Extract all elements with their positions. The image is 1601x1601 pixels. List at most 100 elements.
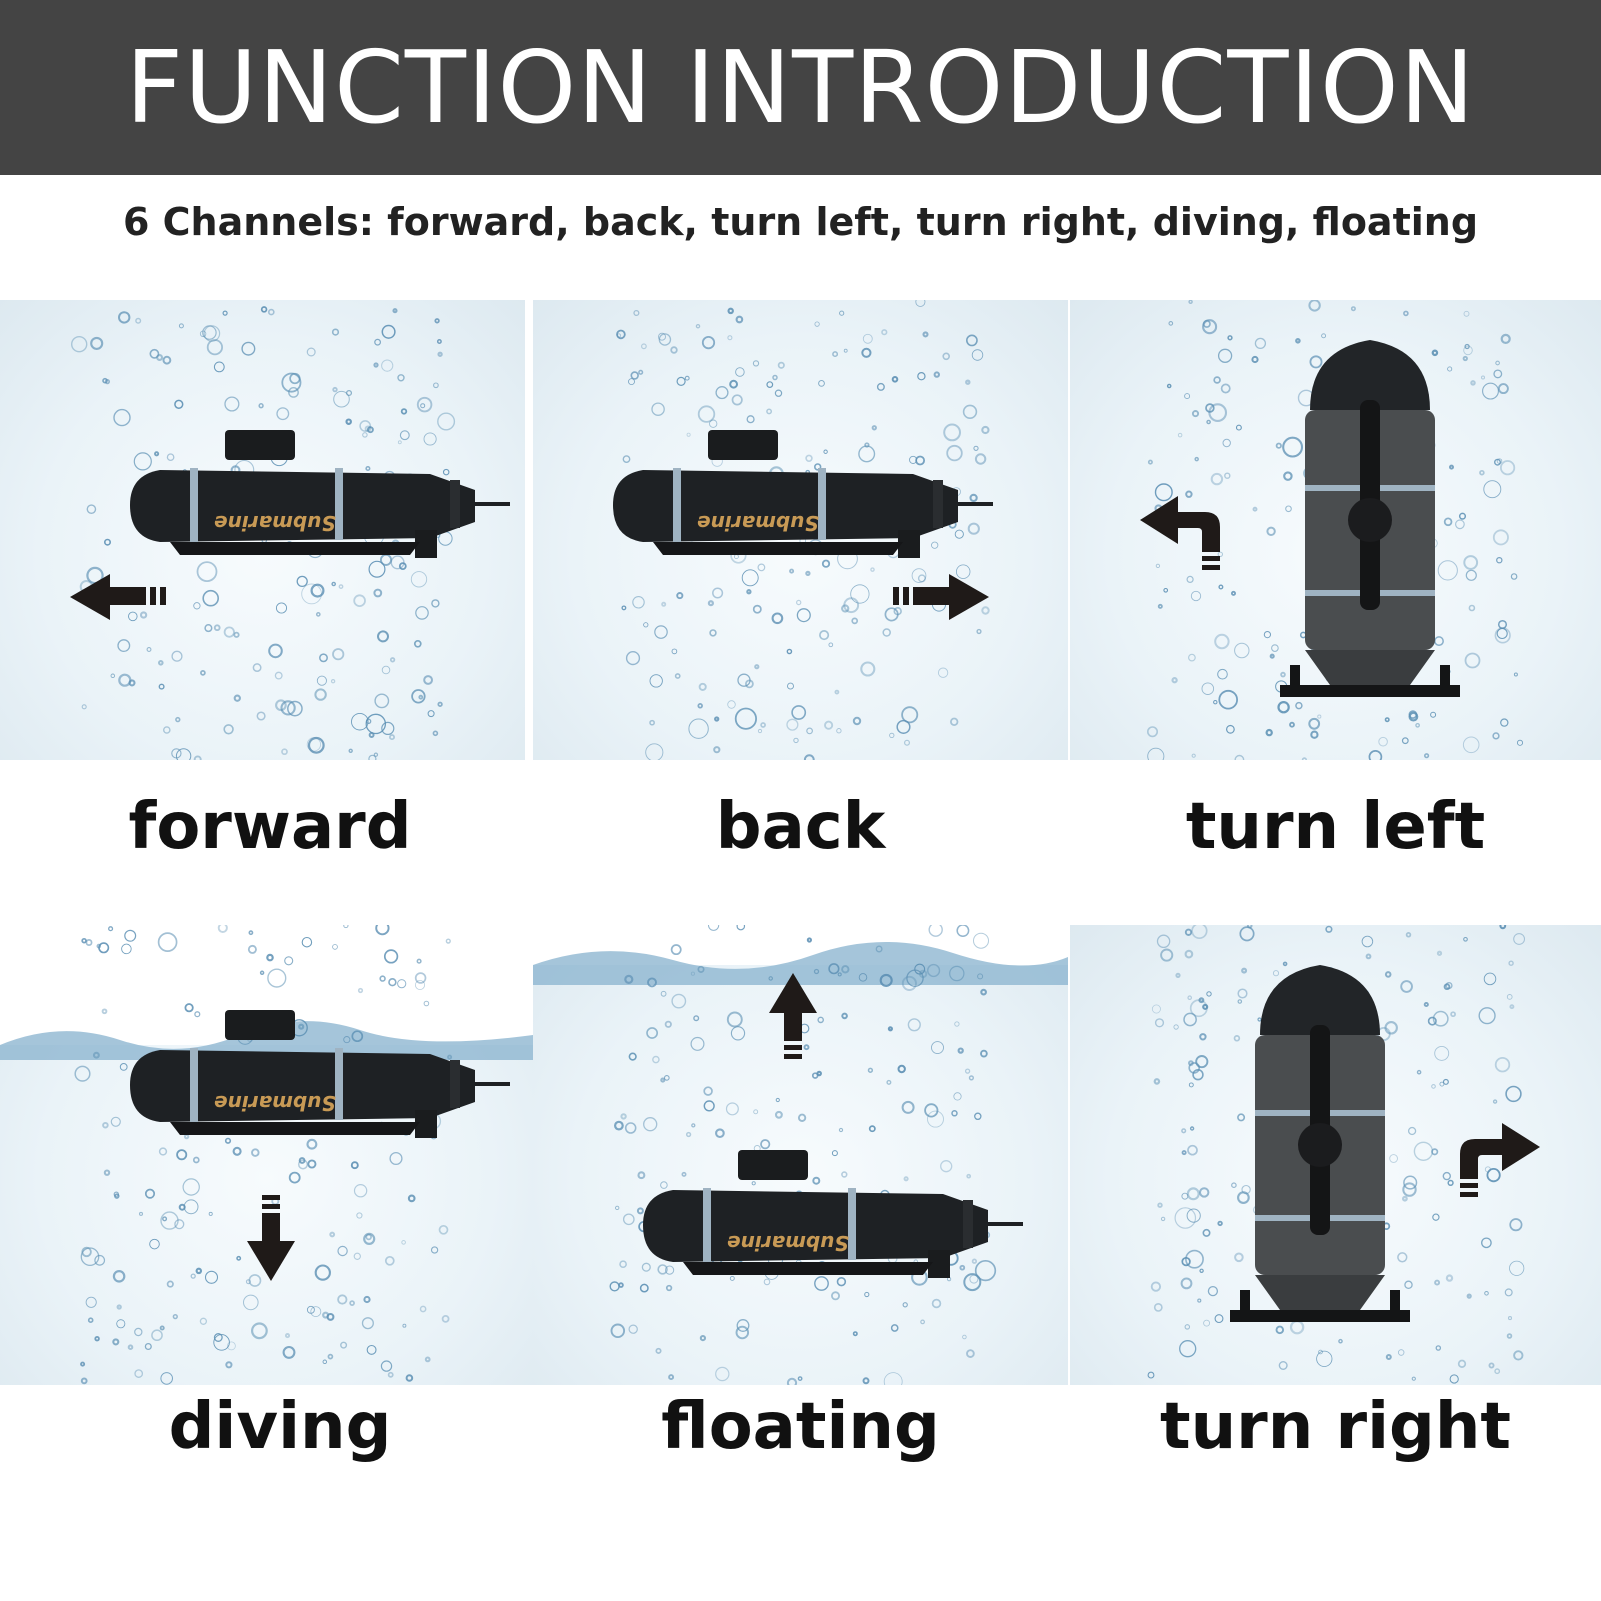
bubble — [806, 937, 812, 943]
bubble — [1506, 994, 1513, 1000]
bubble — [969, 493, 978, 503]
bubble — [118, 311, 131, 324]
bubble — [149, 1238, 160, 1250]
bubble — [734, 707, 757, 730]
bubble — [714, 716, 720, 722]
bubble — [624, 1122, 637, 1134]
bubble — [1463, 936, 1468, 942]
bubble — [875, 945, 883, 953]
bubble — [437, 412, 456, 431]
bubble — [791, 705, 807, 720]
bubble — [968, 1075, 974, 1081]
bubble — [418, 694, 424, 700]
bubble — [649, 674, 663, 688]
bubble — [1361, 935, 1374, 948]
bubble — [1199, 1187, 1210, 1198]
bubble — [727, 700, 736, 709]
bubble — [754, 664, 760, 670]
bubble — [224, 1137, 232, 1144]
bubble — [841, 1012, 848, 1020]
bubble — [1416, 1069, 1422, 1075]
bubble — [1185, 490, 1193, 498]
bubble — [1445, 1274, 1454, 1282]
bubble — [1239, 926, 1255, 942]
bubble — [713, 746, 721, 754]
bubble — [90, 336, 104, 350]
bubble — [760, 1139, 771, 1150]
bubble — [116, 1319, 126, 1329]
bubble — [348, 748, 353, 753]
bubble — [1160, 948, 1174, 962]
bubble — [196, 561, 218, 583]
bubble — [1233, 1035, 1241, 1042]
bubble — [731, 394, 743, 406]
bubble — [1434, 1045, 1450, 1061]
panel-diving: Submarine — [0, 925, 533, 1385]
bubble — [135, 317, 142, 324]
bubble — [1188, 1082, 1194, 1088]
bubble — [112, 1269, 126, 1283]
bubble — [735, 315, 744, 324]
bubble — [697, 703, 703, 709]
bubble — [410, 571, 428, 588]
bubble — [883, 1372, 903, 1385]
bubble — [1402, 1182, 1417, 1197]
bubble — [1289, 721, 1295, 728]
bubble — [383, 949, 399, 964]
bubble — [1432, 1010, 1449, 1027]
bubble — [1435, 1345, 1442, 1351]
bubble — [431, 599, 440, 608]
bubble — [676, 376, 686, 387]
bubble — [1450, 1011, 1456, 1018]
bubble — [275, 602, 288, 614]
bubble — [1431, 1148, 1439, 1156]
submarine-image — [128, 428, 512, 560]
bubble — [314, 688, 327, 701]
bubble — [1404, 1280, 1413, 1290]
bubble — [1482, 382, 1499, 400]
bubble — [1186, 1187, 1200, 1201]
bubble — [707, 600, 714, 607]
floating-illustration: Submarine — [533, 925, 1068, 1385]
bubble — [306, 737, 321, 752]
bubble — [116, 1304, 122, 1310]
bubble — [301, 936, 313, 948]
bubble — [1492, 529, 1509, 546]
bubble — [771, 612, 784, 625]
bubble — [1153, 1302, 1163, 1312]
bubble — [657, 1264, 668, 1275]
bubble — [821, 559, 831, 568]
bubble — [166, 453, 175, 462]
bubble — [158, 1147, 168, 1156]
bubble — [423, 1000, 430, 1007]
bubble — [971, 1258, 978, 1264]
bubble — [805, 570, 811, 577]
bubble — [94, 1336, 100, 1342]
bubble — [288, 1171, 301, 1184]
bubble — [80, 1377, 88, 1385]
bubble — [927, 1110, 944, 1128]
bubble — [860, 661, 876, 677]
bubble — [1199, 1033, 1207, 1041]
bubble — [343, 925, 349, 929]
bubble — [841, 1171, 848, 1178]
bubble — [686, 432, 691, 437]
bubble — [1509, 1218, 1523, 1232]
bubble — [1252, 506, 1258, 512]
bubble — [251, 1148, 260, 1157]
bubble — [434, 318, 440, 324]
bubble — [660, 990, 667, 997]
bubble — [674, 673, 681, 679]
bubble — [119, 1063, 128, 1071]
bubble — [904, 739, 911, 746]
bubble — [843, 348, 848, 353]
bubble — [839, 310, 845, 316]
bubble — [87, 1317, 94, 1324]
bubble — [832, 351, 839, 358]
bubble — [183, 1199, 199, 1215]
bubble — [388, 977, 397, 987]
bubble — [110, 673, 116, 679]
bubble — [1463, 555, 1479, 570]
forward-illustration: Submarine — [70, 306, 512, 760]
bubble — [280, 700, 296, 716]
